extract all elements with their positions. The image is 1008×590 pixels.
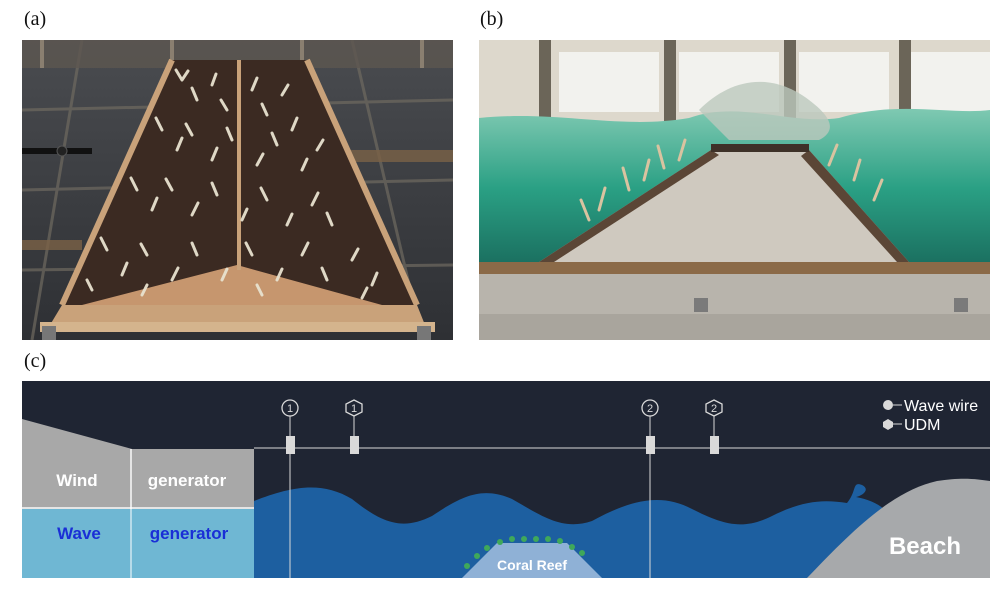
legend-udm: UDM [904, 417, 940, 434]
flume-wave-photo [479, 40, 990, 340]
reef-label: Coral Reef [497, 557, 567, 573]
sensor-udm-1 [345, 399, 363, 454]
sensor-wave-wire-1 [281, 399, 299, 578]
wind-label: Wind [56, 471, 97, 490]
wind-generator-label: generator [148, 471, 227, 490]
sensor-id-2b: 2 [711, 403, 717, 415]
reef-model-photo [22, 40, 453, 340]
flume-schematic: 1 1 2 2 Wave wire UDM Wind generator Wav… [22, 381, 990, 578]
wave-generator-label: generator [150, 524, 229, 543]
udm-legend-icon [883, 419, 893, 430]
sensor-id-1a: 1 [287, 403, 293, 415]
panel-label-c: (c) [24, 350, 47, 372]
wave-wire-legend-icon [883, 400, 893, 410]
beach-label: Beach [889, 533, 961, 560]
wave-label: Wave [57, 524, 101, 543]
water-body [254, 484, 884, 578]
panel-label-a: (a) [24, 8, 47, 30]
legend-wave-wire: Wave wire [904, 398, 978, 415]
sensor-wave-wire-2 [641, 399, 659, 578]
coral-markers [464, 536, 585, 569]
wave-generator-block [22, 509, 254, 578]
sensor-udm-2 [705, 399, 723, 454]
coral-reef-shape [462, 543, 602, 578]
sensor-id-2a: 2 [647, 403, 653, 415]
beach-slope [807, 478, 990, 578]
panel-label-b: (b) [480, 8, 504, 30]
sensor-id-1b: 1 [351, 403, 357, 415]
wind-generator-block [22, 419, 132, 509]
